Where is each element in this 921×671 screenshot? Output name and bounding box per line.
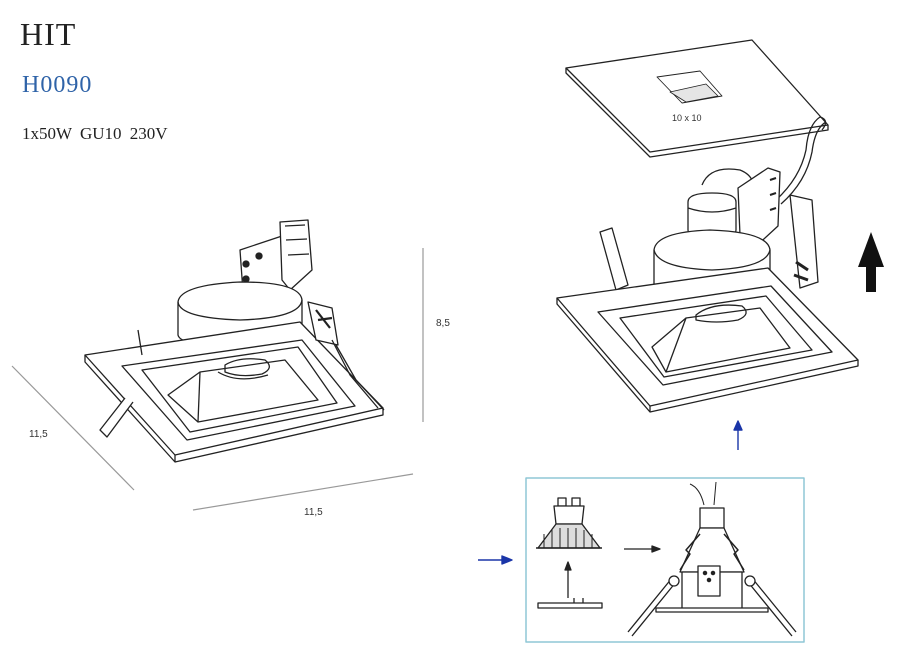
gu10-lamp-drawing: [536, 497, 602, 549]
height-dimension-label: 8,5: [436, 318, 450, 329]
lamp-installation-panel: [525, 477, 805, 643]
socket-plate-drawing: [537, 602, 603, 609]
blue-right-arrow: [478, 555, 513, 565]
left-fixture-drawing: [84, 219, 385, 463]
depth-dimension-line: [11, 365, 135, 491]
depth-dimension-label: 11,5: [29, 429, 48, 440]
product-specs: 1x50W GU10 230V: [22, 124, 168, 143]
blue-up-arrow: [733, 420, 743, 450]
width-dimension-label: 11,5: [304, 507, 323, 518]
right-fixture-drawing: [556, 39, 859, 413]
width-dimension-line: [192, 473, 414, 511]
product-code: H0090: [22, 72, 93, 98]
product-title: HIT: [20, 16, 77, 52]
side-view-fixture-drawing: [627, 481, 797, 637]
mount-direction-arrow: [858, 232, 884, 292]
cutout-size-label: 10 x 10: [672, 113, 702, 123]
